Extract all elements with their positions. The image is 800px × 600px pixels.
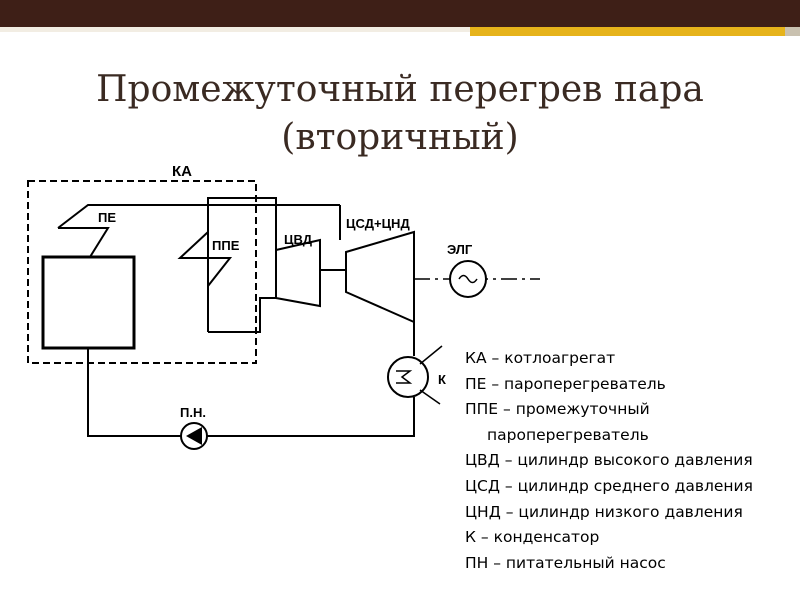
superheater-pe-lower xyxy=(58,227,110,258)
header-bar xyxy=(0,0,800,27)
label-cvd: ЦВД xyxy=(284,232,313,247)
pipe-hp-exhaust-to-reheater xyxy=(208,297,276,333)
label-pn: П.Н. xyxy=(180,405,206,420)
legend-item: ЦСД – цилиндр среднего давления xyxy=(465,476,753,495)
generator-symbol xyxy=(458,274,478,284)
hp-cylinder xyxy=(275,238,321,308)
legend-item: ППЕ – промежуточный xyxy=(465,400,650,419)
header-accent xyxy=(470,27,785,36)
label-elg: ЭЛГ xyxy=(447,242,473,257)
header-accent-edge xyxy=(785,27,800,36)
feed-pump-arrow xyxy=(186,427,202,445)
legend-item: ПЕ – пароперегреватель xyxy=(465,374,666,393)
condenser-coil xyxy=(396,370,413,384)
slide-title: Промежуточный перегрев пара xyxy=(96,69,704,110)
boiler-unit-boundary xyxy=(27,180,257,364)
legend-item: ЦВД – цилиндр высокого давления xyxy=(465,451,753,470)
slide-subtitle: (вторичный) xyxy=(281,117,519,158)
legend-item: КА – котлоагрегат xyxy=(465,349,616,367)
condenser-k xyxy=(387,356,429,398)
legend-item: пароперегреватель xyxy=(487,425,649,444)
ip-lp-cylinder xyxy=(345,230,415,324)
label-pe: ПЕ xyxy=(98,210,116,225)
legend-item: ПН – питательный насос xyxy=(465,553,666,572)
superheater-pe xyxy=(57,204,340,229)
legend-item: ЦНД – цилиндр низкого давления xyxy=(465,502,743,521)
furnace-block xyxy=(41,255,136,350)
condenser-cooling-line-top xyxy=(419,345,443,365)
legend: КА – котлоагрегат ПЕ – пароперегреватель… xyxy=(465,346,800,576)
label-k: К xyxy=(438,372,446,387)
reheater-ppe xyxy=(207,197,277,332)
header-stripe xyxy=(0,27,800,32)
label-csd-cnd: ЦСД+ЦНД xyxy=(346,216,410,231)
reheater-ppe-zigzag xyxy=(177,231,233,287)
condenser-cooling-line-bottom xyxy=(419,389,441,405)
label-ppe: ППЕ xyxy=(212,238,240,253)
pipe-feedwater xyxy=(87,348,415,437)
label-ka: КА xyxy=(172,163,192,180)
legend-item: К – конденсатор xyxy=(465,528,600,547)
